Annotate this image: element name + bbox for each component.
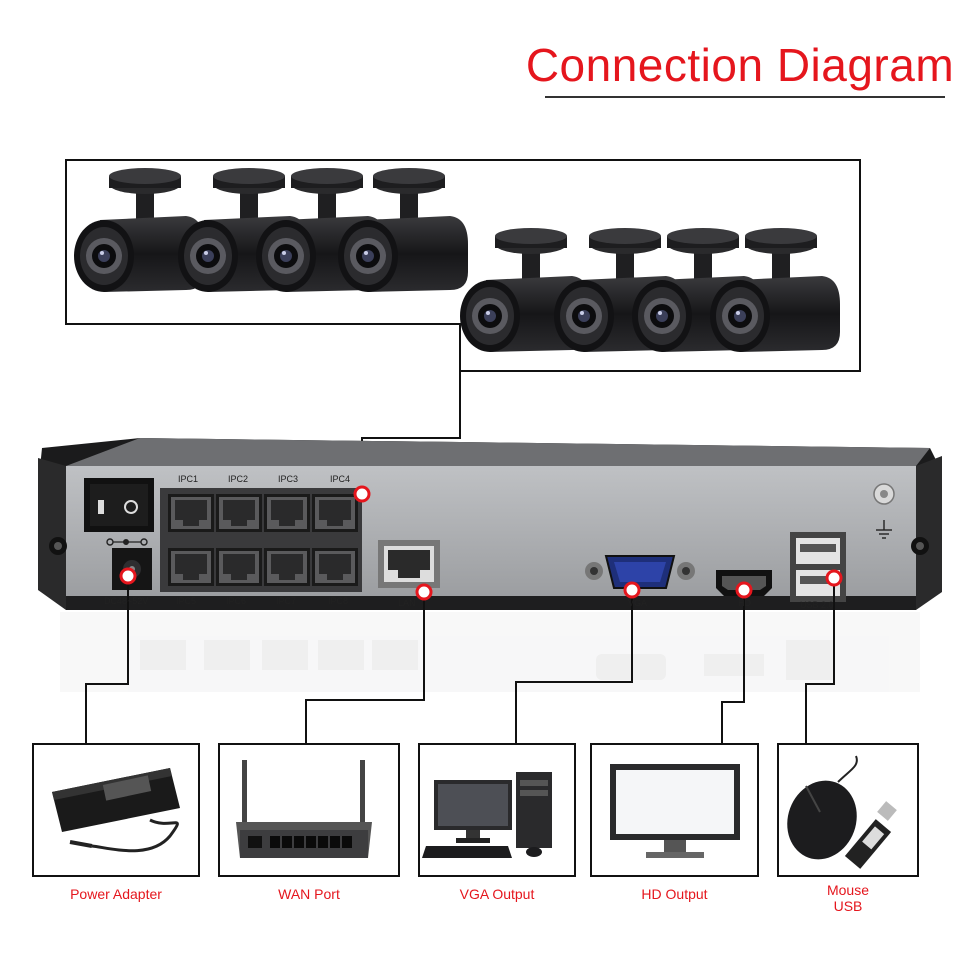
ipc5-port: [168, 548, 214, 586]
desktop-computer-icon: [422, 772, 552, 858]
dc-dot: [119, 567, 137, 585]
connection-lines: [85, 576, 835, 744]
ipc8-port: [312, 548, 358, 586]
power-box: [32, 743, 200, 877]
ipc8-label: IPC8: [328, 596, 349, 606]
caption-line: VGA Output: [459, 886, 535, 902]
vga-dot: [623, 581, 641, 599]
lan-label: LAN: [398, 598, 416, 608]
hd-output-caption: HD Output: [591, 886, 758, 902]
lan-dot: [415, 583, 433, 601]
caption-line: Mouse: [826, 882, 870, 898]
hd-label: HD: [738, 598, 751, 608]
vga-output-caption: VGA Output: [419, 886, 575, 902]
usb-line: [805, 578, 835, 744]
usb-box: [777, 743, 919, 877]
ground-screw: [873, 483, 895, 539]
mouse-usb-caption: Mouse USB: [778, 882, 918, 914]
router-icon: [236, 760, 372, 858]
power-switch: [84, 478, 154, 532]
ipc3-label: IPC3: [278, 474, 299, 484]
caption-line: Power Adapter: [70, 886, 162, 902]
ipc1-port: [168, 494, 214, 532]
power-line: [85, 576, 129, 744]
lan-port: [378, 540, 440, 588]
monitor-icon: [610, 764, 740, 858]
nvr-reflection: [60, 612, 920, 692]
ipc1-label: IPC1: [178, 474, 199, 484]
usb-dot: [825, 569, 843, 587]
ipc5-label: IPC5: [176, 596, 197, 606]
caption-line: HD Output: [641, 886, 708, 902]
vga-box: [418, 743, 576, 877]
ipc7-port: [264, 548, 310, 586]
mouse-usb-icon: [787, 755, 897, 869]
wan-box: [218, 743, 400, 877]
ipc2-label: IPC2: [228, 474, 249, 484]
wan-port-caption: WAN Port: [219, 886, 399, 902]
ipc6-label: IPC6: [226, 596, 247, 606]
ipc3-port: [264, 494, 310, 532]
diagram-title: Connection Diagram: [525, 39, 955, 91]
ipc6-port: [216, 548, 262, 586]
ipc2-port: [216, 494, 262, 532]
hd-dot: [735, 581, 753, 599]
usb-ports: [790, 532, 846, 602]
connector-dots: [119, 485, 843, 601]
usb-label: USB 2.0: [800, 600, 834, 610]
device-boxes: [32, 743, 919, 877]
wan-line: [305, 592, 425, 744]
ipc4-label: IPC4: [330, 474, 351, 484]
ipc-port-block: [160, 488, 362, 592]
dc-label: DC48~52V: [104, 596, 149, 606]
caption-line: WAN Port: [278, 886, 340, 902]
vga-line: [515, 590, 633, 744]
ipc4-dot: [353, 485, 371, 503]
vga-label: VGA: [628, 598, 648, 608]
power-adapter-caption: Power Adapter: [33, 886, 199, 902]
hd-line: [721, 590, 745, 744]
caption-line: USB: [833, 898, 863, 914]
title-underline: [545, 96, 945, 98]
ipc7-label: IPC7: [276, 596, 297, 606]
power-adapter-icon: [52, 768, 180, 853]
hd-box: [590, 743, 759, 877]
ipc4-port: [312, 494, 358, 532]
vga-port: [585, 555, 695, 589]
